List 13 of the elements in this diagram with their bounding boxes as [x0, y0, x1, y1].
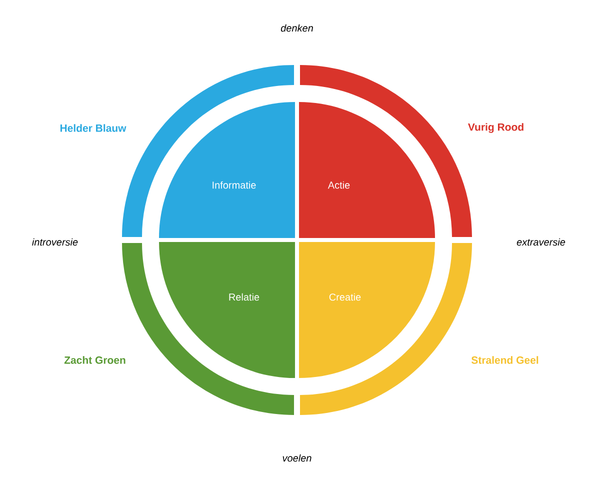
quadrant: Informatie: [159, 102, 295, 238]
color-name: Vurig Rood: [468, 123, 524, 133]
color-name: Zacht Groen: [64, 356, 126, 364]
axis-label: voelen: [282, 454, 312, 462]
quadrant: Relatie: [159, 242, 295, 378]
axis-label: introversie: [32, 238, 78, 246]
color-name: Helder Blauw: [60, 124, 126, 132]
quadrant: Creatie: [299, 242, 435, 378]
axis-label: denken: [280, 24, 313, 32]
axis-label: extraversie: [516, 238, 566, 246]
ring-segment: [300, 243, 472, 415]
color-name: Stralend Geel: [471, 356, 538, 364]
quadrant: Actie: [299, 102, 435, 238]
